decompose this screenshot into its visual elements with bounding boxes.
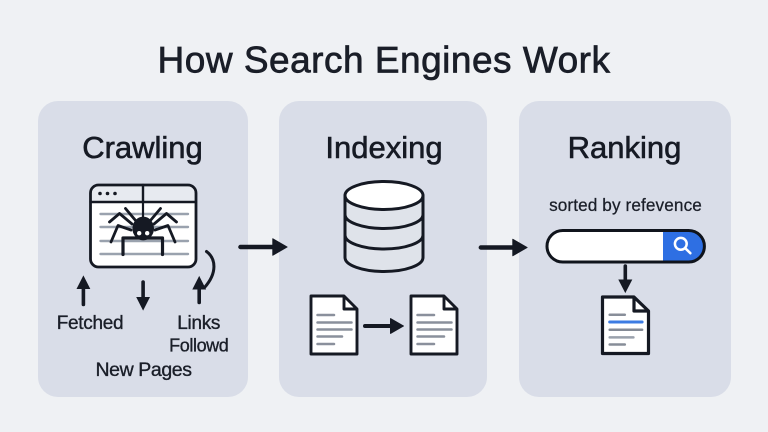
svg-text:Crawling: Crawling: [82, 130, 203, 165]
svg-text:Links: Links: [177, 313, 220, 334]
svg-text:Followd: Followd: [169, 336, 228, 356]
svg-text:How Search Engines Work: How Search Engines Work: [158, 40, 611, 81]
svg-text:Fetched: Fetched: [57, 313, 124, 334]
svg-text:New Pages: New Pages: [95, 359, 192, 381]
svg-text:Ranking: Ranking: [568, 130, 682, 165]
svg-text:sorted by refevence: sorted by refevence: [549, 195, 702, 215]
svg-text:Indexing: Indexing: [325, 130, 442, 165]
